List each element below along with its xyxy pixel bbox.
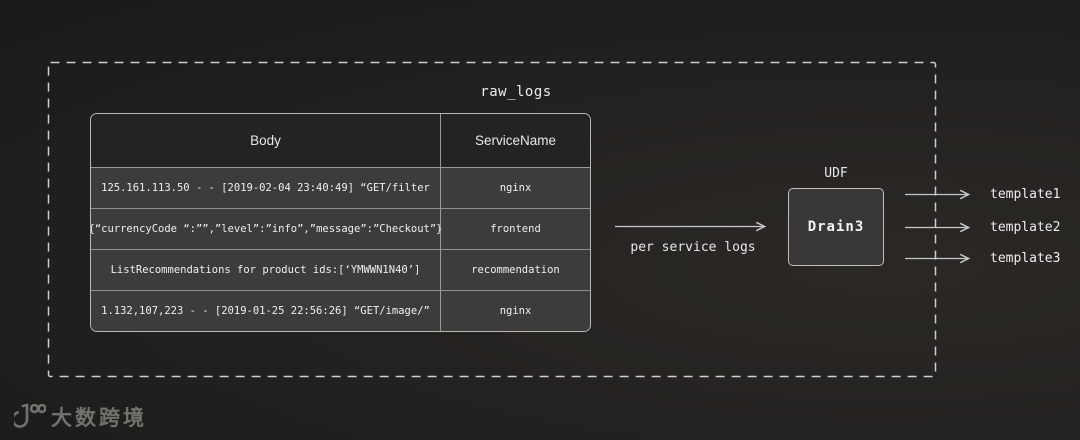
watermark: 大数跨境 [14,402,147,432]
dashed-container-border [47,61,937,378]
udf-caption: UDF [824,166,848,181]
template1-label: template1 [990,187,1061,202]
service-name-cell: nginx [499,305,532,317]
log-body-cell: 1.132,107,223 - - [2019-01-25 22:56:26] … [91,291,441,331]
table-row: 125.161.113.50 - - [2019-02-04 23:40:49]… [91,168,590,209]
table-header-row: Body ServiceName [91,114,590,168]
log-body-cell: {“currencyCode “:””,”level”:”info”,”mess… [91,209,443,249]
table-row: ListRecommendations for product ids:[‘YM… [91,250,590,291]
log-body-cell: 125.161.113.50 - - [2019-02-04 23:40:49]… [91,168,441,208]
watermark-100-logo-icon [14,403,46,428]
raw-logs-title: raw_logs [480,84,552,100]
service-name-cell: frontend [490,223,541,235]
service-name-cell: nginx [499,182,532,194]
raw-logs-table: Body ServiceName 125.161.113.50 - - [201… [90,113,591,332]
watermark-text: 大数跨境 [51,406,147,430]
template2-label: template2 [990,220,1061,235]
per-service-logs-label: per service logs [630,240,756,255]
drain3-label: Drain3 [807,219,865,235]
table-row: {“currencyCode “:””,”level”:”info”,”mess… [91,209,590,250]
service-name-cell: recommendation [471,264,560,276]
template3-label: template3 [990,251,1061,266]
column-header-servicename: ServiceName [474,133,557,148]
table-row: 1.132,107,223 - - [2019-01-25 22:56:26] … [91,291,590,331]
log-body-cell: ListRecommendations for product ids:[‘YM… [91,250,441,290]
drain3-box: Drain3 [788,188,884,266]
column-header-body: Body [91,114,441,167]
